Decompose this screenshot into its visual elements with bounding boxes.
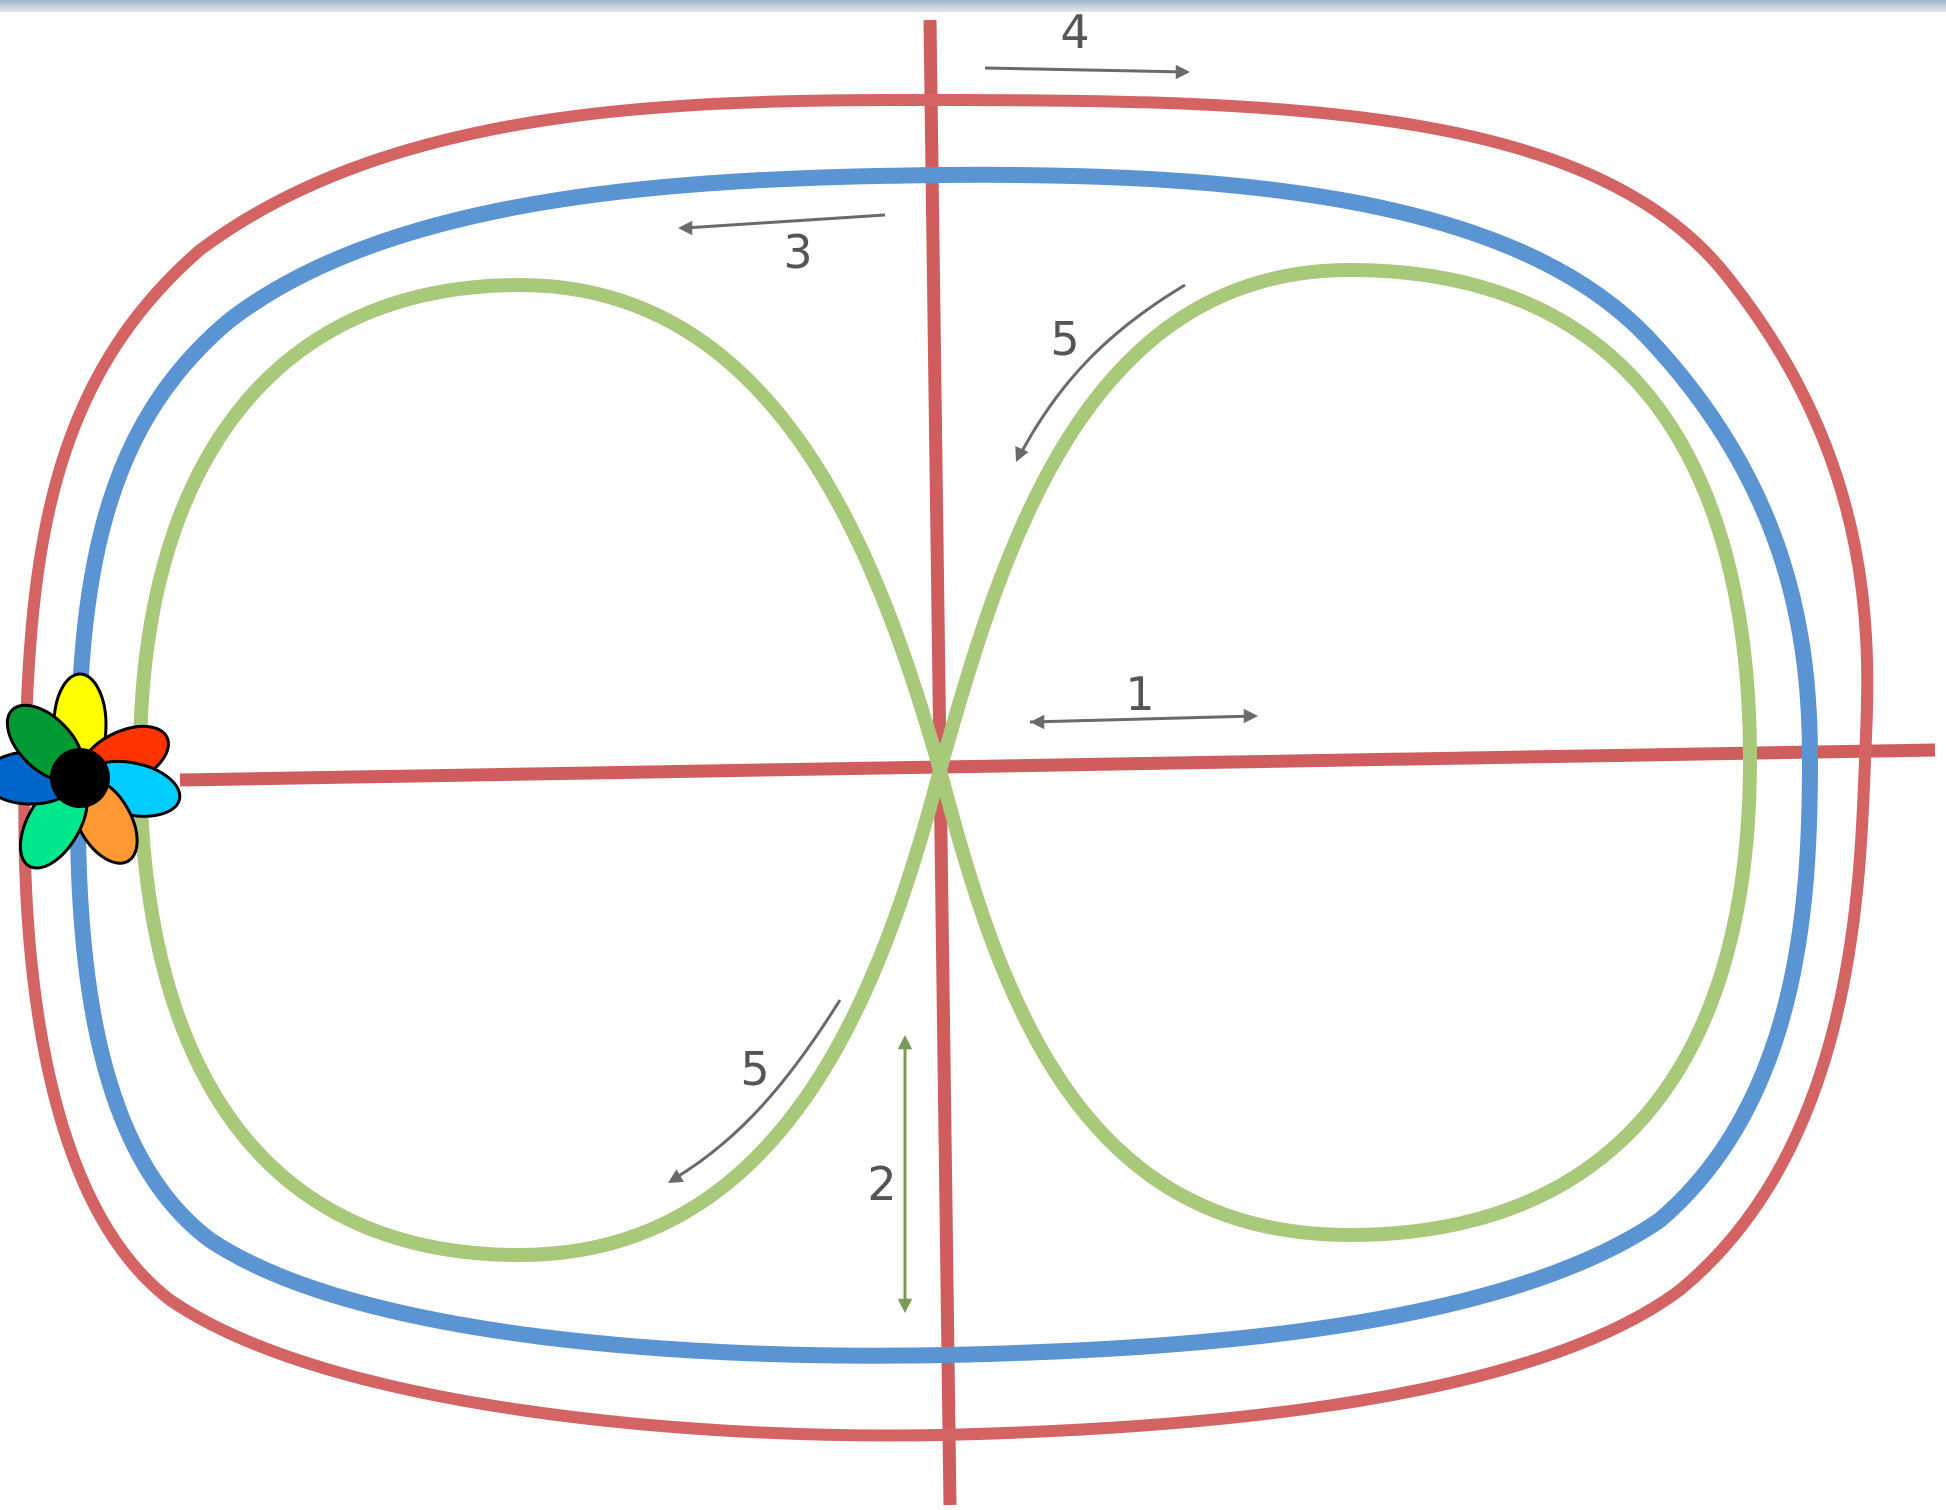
outer-loop-path	[18, 93, 1874, 1442]
flower-center	[50, 748, 110, 808]
middle-loop-path	[69, 166, 1819, 1364]
label-path-2: 2	[867, 1157, 896, 1211]
arrow-path-5-lower	[671, 999, 842, 1182]
arrow-path-4-head-0	[1175, 64, 1190, 80]
label-path-4: 4	[1060, 5, 1089, 59]
label-path-5-upper: 5	[1050, 312, 1079, 366]
arrow-path-3	[684, 213, 886, 230]
arrow-path-2-head-1	[897, 1298, 913, 1313]
arrow-path-1-head-1	[1243, 708, 1258, 724]
arrow-path-4	[984, 66, 1186, 74]
label-path-1: 1	[1125, 667, 1154, 721]
arrow-path-5-upper	[1018, 283, 1186, 456]
arrow-path-1	[1029, 714, 1256, 724]
label-path-5-lower: 5	[740, 1042, 769, 1096]
arrow-path-1-head-0	[1030, 714, 1045, 730]
arrow-path-5-lower-head-0	[668, 1169, 684, 1183]
flower-icon	[0, 672, 182, 870]
arrow-path-2-head-0	[897, 1035, 913, 1050]
window-top-bar	[0, 0, 1946, 12]
figure-eight-path	[132, 262, 1758, 1263]
direction-arrows	[668, 64, 1258, 1313]
arrow-path-5-upper-head-0	[1015, 446, 1029, 462]
horizontal-axis	[179, 743, 1936, 787]
label-path-3: 3	[783, 225, 812, 279]
arrow-path-3-head-0	[678, 220, 693, 236]
